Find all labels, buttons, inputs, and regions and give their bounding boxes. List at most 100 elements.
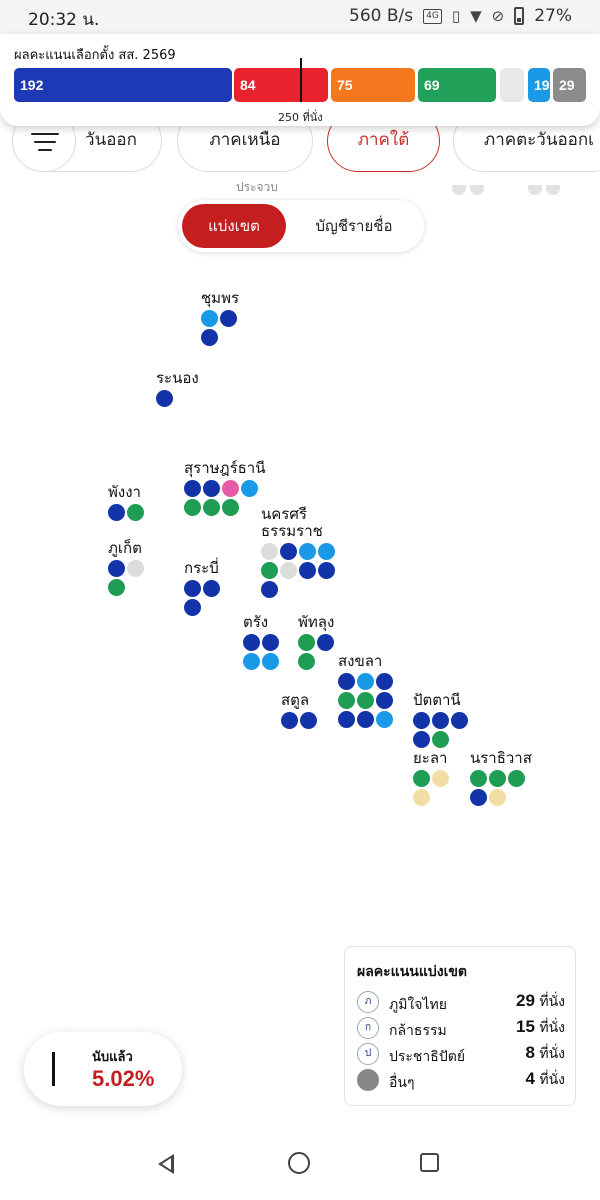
legend-seats: 8 ที่นั่ง [525, 1043, 565, 1065]
seat-dots [184, 480, 260, 518]
province-block[interactable]: พัทลุง [298, 614, 336, 672]
seat-dot [262, 653, 279, 670]
seat-dots [156, 390, 175, 409]
seat-dots [108, 560, 146, 598]
seat-dots [184, 580, 222, 618]
seat-dot [280, 543, 297, 560]
seat-dot [127, 504, 144, 521]
legend-party-name: ภูมิใจไทย [389, 997, 447, 1013]
legend-row: ป ประชาธิปัตย์ 8 ที่นั่ง [357, 1043, 565, 1067]
province-block[interactable]: สุราษฎร์ธานี [184, 460, 265, 518]
seat-dot [489, 789, 506, 806]
status-icons: 560 B/s 4G ▯ ▼ ⊘ 27% [349, 6, 572, 26]
seat-dot [318, 562, 335, 579]
majority-line [300, 58, 302, 102]
seat-bar-segment: 19 [528, 68, 550, 102]
seat-dot [298, 653, 315, 670]
province-block[interactable]: สตูล [281, 692, 319, 731]
klatham-logo-icon: ก [357, 1017, 379, 1039]
legend-unit: ที่นั่ง [539, 1072, 565, 1088]
system-nav-bar [0, 1130, 600, 1200]
counted-progress-bar [52, 1052, 55, 1086]
legend-party-name: ประชาธิปัตย์ [389, 1049, 466, 1065]
province-name: ชุมพร [201, 289, 240, 307]
seat-dot [203, 499, 220, 516]
province-name: กระบี่ [184, 559, 219, 577]
seat-dot [432, 712, 449, 729]
seat-bar-segment [500, 68, 524, 102]
seat-dot [338, 692, 355, 709]
status-time: 20:32 น. [28, 10, 100, 30]
province-name: สุราษฎร์ธานี [184, 459, 266, 477]
filter-icon-line [38, 149, 52, 151]
tab-north-label: ภาคเหนือ [209, 130, 281, 150]
legend-unit: ที่นั่ง [539, 994, 565, 1010]
seat-dot [156, 390, 173, 407]
bhumjaithai-logo-icon: ภ [357, 991, 379, 1013]
seat-dots [413, 712, 470, 750]
seat-dot [299, 562, 316, 579]
mode-district-button[interactable]: แบ่งเขต [182, 204, 286, 248]
legend-title: ผลคะแนนแบ่งเขต [357, 964, 468, 980]
seat-dot [299, 543, 316, 560]
province-block[interactable]: สงขลา [338, 653, 395, 730]
province-block[interactable]: ตรัง [243, 614, 281, 672]
legend-row: ก กล้าธรรม 15 ที่นั่ง [357, 1017, 565, 1041]
seat-dot [357, 711, 374, 728]
seat-dot [300, 712, 317, 729]
province-block[interactable]: พังงา [108, 484, 146, 523]
tab-east-label: วันออก [85, 130, 137, 150]
seat-dot [201, 329, 218, 346]
seat-dot [184, 480, 201, 497]
home-icon[interactable] [288, 1152, 310, 1174]
province-block[interactable]: ปัตตานี [413, 692, 470, 750]
filter-icon-line [34, 141, 56, 143]
seat-dots [243, 634, 281, 672]
province-block[interactable]: นครศรีธรรมราช [261, 506, 337, 600]
seat-dot [203, 580, 220, 597]
seat-dots [108, 504, 146, 523]
seat-dot [376, 711, 393, 728]
seat-dot [108, 579, 125, 596]
province-block[interactable]: ระนอง [156, 370, 199, 409]
tab-northeast-label: ภาคตะวันออกเ [484, 130, 594, 150]
seat-dot [203, 480, 220, 497]
seat-dot [241, 480, 258, 497]
seat-dot [298, 634, 315, 651]
counted-label: นับแล้ว [92, 1050, 133, 1065]
seat-dot [376, 673, 393, 690]
legend-row: ภ ภูมิใจไทย 29 ที่นั่ง [357, 991, 565, 1015]
back-icon[interactable] [158, 1154, 174, 1174]
seat-dot [220, 310, 237, 327]
province-name: นราธิวาส [470, 749, 532, 767]
seat-dot [127, 560, 144, 577]
province-name: สงขลา [338, 652, 383, 670]
province-block[interactable]: ภูเก็ต [108, 540, 146, 598]
mode-party-list-button[interactable]: บัญชีรายชื่อ [315, 217, 393, 235]
seat-dot [508, 770, 525, 787]
province-block[interactable]: กระบี่ [184, 560, 222, 618]
province-block[interactable]: ชุมพร [201, 290, 239, 348]
province-name: ภูเก็ต [108, 539, 142, 557]
seat-dots [201, 310, 239, 348]
province-block[interactable]: ยะลา [413, 750, 451, 808]
seat-dot [108, 560, 125, 577]
seat-dot [432, 731, 449, 748]
counted-progress-pill[interactable]: นับแล้ว 5.02% [24, 1032, 182, 1106]
legend-seats: 4 ที่นั่ง [525, 1069, 565, 1091]
seat-dot [338, 711, 355, 728]
seat-dot [108, 504, 125, 521]
district-results-legend: ผลคะแนนแบ่งเขต ภ ภูมิใจไทย 29 ที่นั่ง ก … [344, 946, 576, 1106]
recent-apps-icon[interactable] [420, 1153, 439, 1172]
legend-seats: 29 ที่นั่ง [516, 991, 565, 1013]
province-block[interactable]: นราธิวาส [470, 750, 532, 808]
province-name: ตรัง [243, 613, 269, 631]
seat-dot [317, 634, 334, 651]
province-name: ยะลา [413, 749, 448, 767]
legend-party-name: อื่นๆ [389, 1075, 415, 1091]
seat-dots [261, 543, 337, 600]
network-speed: 560 B/s [349, 6, 414, 26]
seat-bar-segment: 84 [234, 68, 328, 102]
seat-dot [261, 543, 278, 560]
seat-dot [432, 770, 449, 787]
